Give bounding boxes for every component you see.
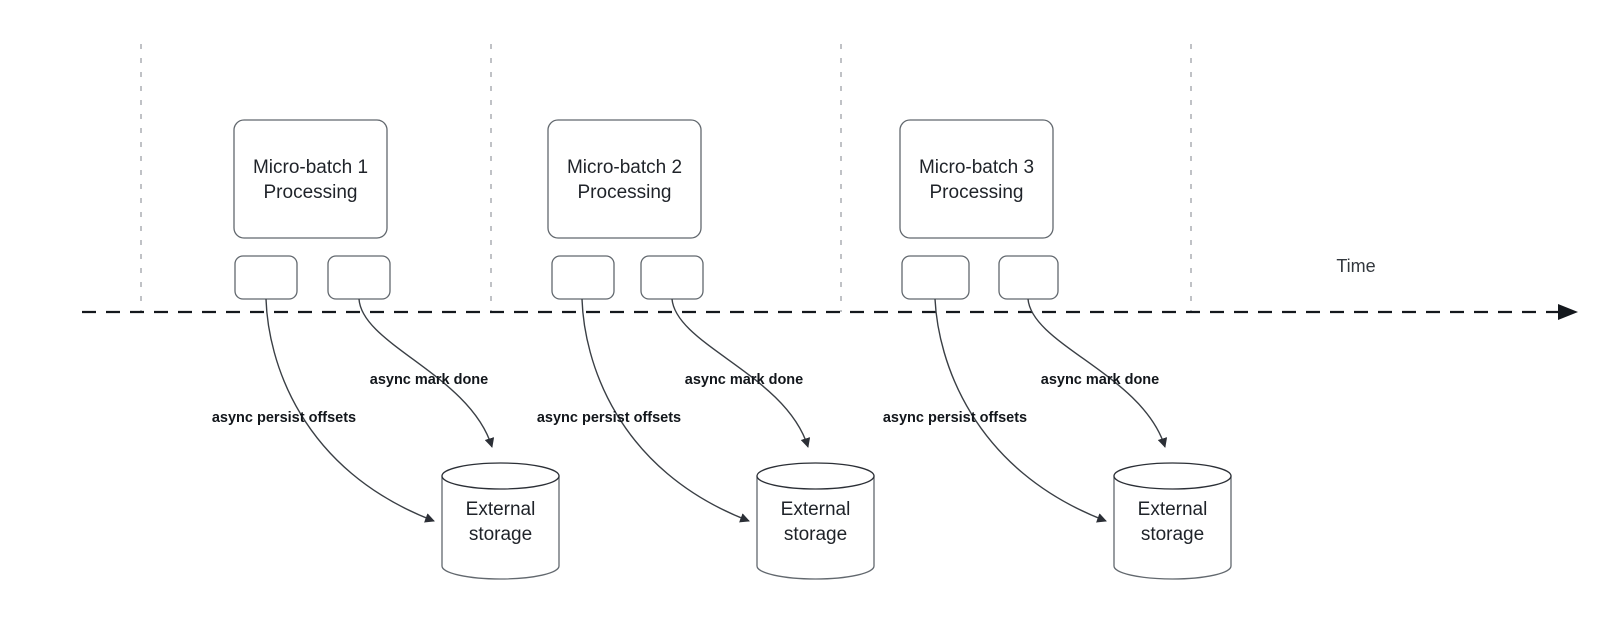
group-2-batch-label-line1: Micro-batch 2 <box>567 157 682 178</box>
group-3-batch-label-line2: Processing <box>930 182 1024 203</box>
group-2-storage-body[interactable] <box>756 475 875 580</box>
mark-done-3-connector <box>1027 298 1168 448</box>
group-1-storage-top <box>441 462 560 490</box>
group-2-batch-label-line2: Processing <box>578 182 672 203</box>
group-1-storage-body[interactable] <box>441 475 560 580</box>
group-1-storage-label-line1: External <box>466 499 536 520</box>
persist-3-label: async persist offsets <box>883 410 1027 426</box>
group-1-batch-box[interactable] <box>233 119 388 239</box>
task-3a-box[interactable] <box>901 255 970 300</box>
group-3-storage-label-line2: storage <box>1141 524 1204 545</box>
group-2-batch-box[interactable] <box>547 119 702 239</box>
group-3-storage-top <box>1113 462 1232 490</box>
mark-done-2-label: async mark done <box>685 372 803 388</box>
timeline-axis-layer: Time <box>82 256 1578 320</box>
task-2b-box[interactable] <box>640 255 704 300</box>
mark-done-1-label: async mark done <box>370 372 488 388</box>
timeline-arrowhead <box>1558 304 1578 320</box>
persist-2-connector <box>581 298 750 523</box>
mark-done-1-connector <box>358 298 495 448</box>
mark-done-3-label: async mark done <box>1041 372 1159 388</box>
tick-line-layer <box>140 44 1192 312</box>
group-3-batch-box[interactable] <box>899 119 1054 239</box>
group-1-batch-label-line1: Micro-batch 1 <box>253 157 368 178</box>
task-1a-box[interactable] <box>234 255 298 300</box>
task-1b-box[interactable] <box>327 255 391 300</box>
group-1-storage-label-line2: storage <box>469 524 532 545</box>
persist-2-label: async persist offsets <box>537 410 681 426</box>
persist-1-connector <box>265 298 435 523</box>
group-2-storage-top <box>756 462 875 490</box>
group-3-storage-label-line1: External <box>1138 499 1208 520</box>
persist-1-label: async persist offsets <box>212 410 356 426</box>
task-2a-box[interactable] <box>551 255 615 300</box>
group-1-batch-label-line2: Processing <box>264 182 358 203</box>
group-3-batch-label-line1: Micro-batch 3 <box>919 157 1034 178</box>
mark-done-2-connector <box>671 298 811 448</box>
persist-3-connector <box>934 298 1107 523</box>
group-3-storage-body[interactable] <box>1113 475 1232 580</box>
task-3b-box[interactable] <box>998 255 1059 300</box>
time-axis-label: Time <box>1336 256 1375 276</box>
group-2-storage-label-line1: External <box>781 499 851 520</box>
group-2-storage-label-line2: storage <box>784 524 847 545</box>
